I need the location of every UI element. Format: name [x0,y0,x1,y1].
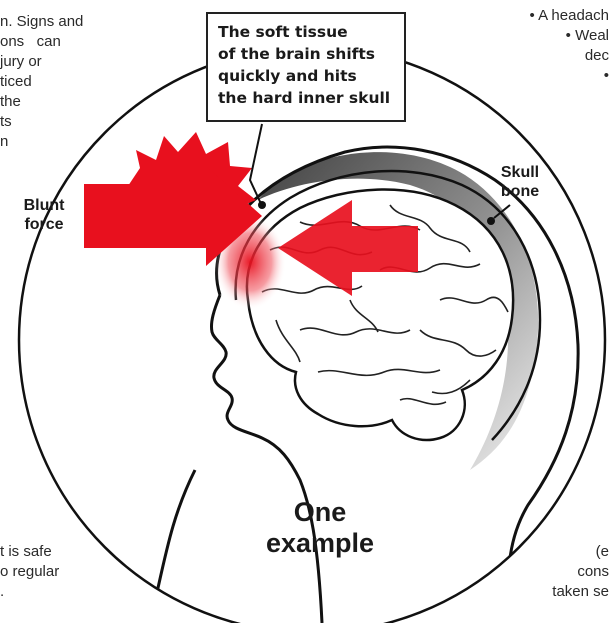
skull-point-dot [487,217,495,225]
one-example-label: One example [240,497,400,559]
brain-shift-callout: The soft tissue of the brain shifts quic… [206,12,406,122]
callout-point-dot [258,201,266,209]
neck-back [150,470,195,623]
blunt-force-label: Blunt force [8,196,80,234]
skull-bone-label: Skull bone [488,163,552,201]
